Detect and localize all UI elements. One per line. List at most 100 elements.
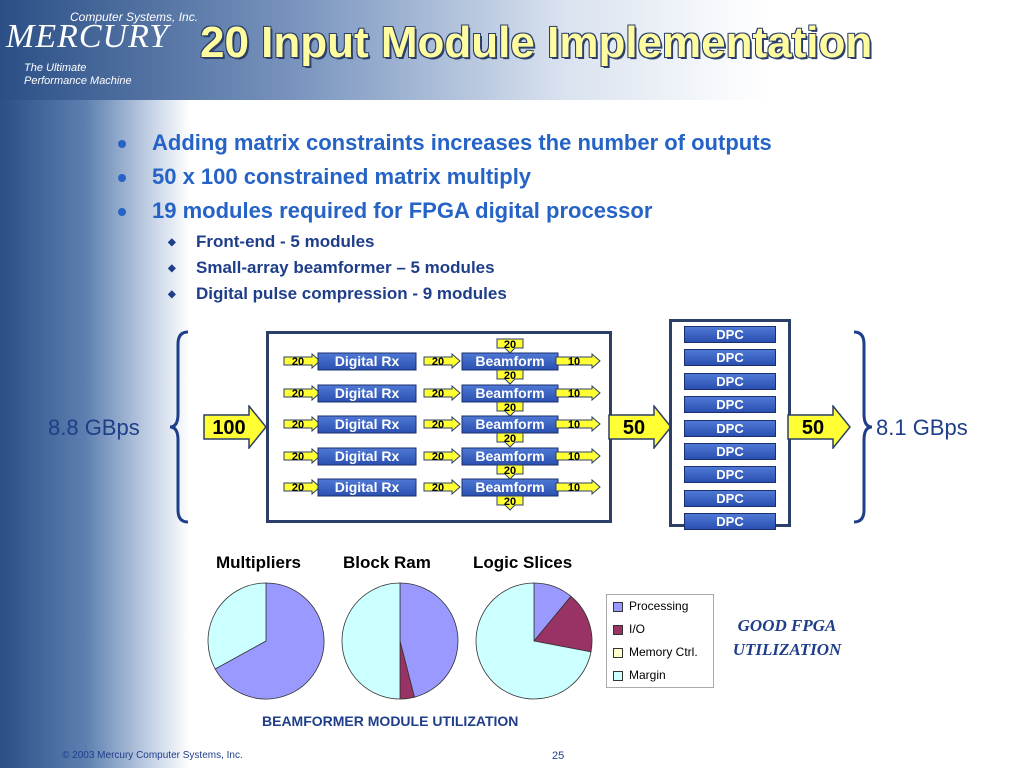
tagline-line-2: Performance Machine: [24, 75, 132, 87]
beam-link-label: 20: [504, 370, 516, 382]
digital-rx-block: [317, 352, 417, 371]
callout-line-1: GOOD FPGA: [737, 616, 837, 635]
output-count: 50: [802, 417, 824, 439]
pie-legend: Processing I/O Memory Ctrl. Margin: [606, 594, 714, 688]
diamond-bullet-icon: ◆: [168, 263, 176, 274]
beamform-output-arrow-icon: [555, 352, 601, 370]
rx-to-beamform-label: 20: [432, 419, 444, 431]
rx-input-arrow-icon: [283, 384, 321, 402]
footer-copyright: © 2003 Mercury Computer Systems, Inc.: [62, 750, 243, 761]
beam-link-label: 20: [504, 402, 516, 414]
rx-input-label: 20: [292, 356, 304, 368]
beamform-label: Beamform: [475, 479, 544, 495]
beamform-label: Beamform: [475, 385, 544, 401]
pie-slice-margin: [475, 582, 592, 700]
dpc-block: DPC: [684, 396, 776, 414]
beam-link-label: 20: [504, 465, 516, 477]
digital-rx-label: Digital Rx: [335, 353, 400, 369]
digital-rx-block: [317, 415, 417, 434]
digital-rx-label: Digital Rx: [335, 385, 400, 401]
rx-to-beamform-arrow-icon: [423, 478, 461, 496]
bullet-item: 50 x 100 constrained matrix multiply: [110, 164, 772, 198]
pie-slice-margin: [341, 582, 401, 700]
diamond-bullet-icon: ◆: [168, 237, 176, 248]
beam-link-label: 20: [504, 339, 516, 351]
beamform-output-arrow-icon: [555, 384, 601, 402]
tagline: The Ultimate Performance Machine: [24, 62, 132, 88]
bullet-dot-icon: [118, 174, 126, 182]
mercury-logo: MERCURY: [6, 18, 170, 55]
rx-input-label: 20: [292, 388, 304, 400]
bullet-item: Adding matrix constraints increases the …: [110, 130, 772, 164]
pie-caption: BEAMFORMER MODULE UTILIZATION: [262, 713, 519, 729]
pie-title-block-ram: Block Ram: [343, 553, 431, 572]
rx-input-label: 20: [292, 419, 304, 431]
bullet-text: 50 x 100 constrained matrix multiply: [152, 164, 532, 189]
bullet-dot-icon: [118, 208, 126, 216]
rx-to-beamform-label: 20: [432, 356, 444, 368]
beam-link-arrow-icon: [496, 432, 524, 448]
beam-link-label: 20: [504, 496, 516, 508]
dpc-block: DPC: [684, 442, 776, 460]
left-brace-icon: [169, 330, 189, 524]
sub-bullet-text: Small-array beamformer – 5 modules: [196, 258, 495, 277]
utilization-pies: [207, 582, 593, 700]
rx-input-label: 20: [292, 451, 304, 463]
beamform-label: Beamform: [475, 353, 544, 369]
legend-swatch: [613, 602, 623, 612]
beamform-label: Beamform: [475, 448, 544, 464]
bullet-dot-icon: [118, 140, 126, 148]
legend-swatch: [613, 671, 623, 681]
output-rate: 8.1 GBps: [876, 415, 968, 440]
left-background-band: [0, 0, 190, 768]
bullet-text: 19 modules required for FPGA digital pro…: [152, 198, 653, 223]
dpc-block: DPC: [684, 419, 776, 437]
rx-input-arrow-icon: [283, 478, 321, 496]
digital-rx-label: Digital Rx: [335, 416, 400, 432]
legend-label: Memory Ctrl.: [629, 645, 698, 659]
pie-slice-margin: [207, 582, 267, 670]
bullet-item: 19 modules required for FPGA digital pro…: [110, 198, 772, 232]
input-rate: 8.8 GBps: [48, 415, 140, 440]
beamform-output-label: 10: [568, 482, 580, 494]
legend-label: I/O: [629, 622, 646, 636]
pie-slice-processing: [214, 582, 325, 700]
beamform-output-label: 10: [568, 451, 580, 463]
mid-count: 50: [623, 417, 645, 439]
beam-link-label: 20: [504, 433, 516, 445]
digital-rx-block: [317, 478, 417, 497]
input-arrow-icon: 100: [203, 405, 267, 449]
rx-to-beamform-label: 20: [432, 482, 444, 494]
rx-to-beamform-arrow-icon: [423, 415, 461, 433]
tagline-line-1: The Ultimate: [24, 62, 87, 74]
digital-rx-label: Digital Rx: [335, 448, 400, 464]
beamform-output-label: 10: [568, 356, 580, 368]
legend-swatch: [613, 648, 623, 658]
slide-title: 20 Input Module Implementation: [200, 18, 873, 67]
beam-link-arrow-icon: [496, 401, 524, 417]
beamform-output-arrow-icon: [555, 478, 601, 496]
bullet-text: Adding matrix constraints increases the …: [152, 130, 772, 155]
dpc-block: DPC: [684, 513, 776, 531]
digital-rx-label: Digital Rx: [335, 479, 400, 495]
dpc-block: DPC: [684, 489, 776, 507]
legend-label: Margin: [629, 668, 666, 682]
dpc-block: DPC: [684, 349, 776, 367]
beamform-output-arrow-icon: [555, 447, 601, 465]
rx-input-arrow-icon: [283, 415, 321, 433]
mid-arrow-icon: 50: [608, 405, 672, 449]
input-count: 100: [212, 417, 245, 439]
sub-bullet-text: Front-end - 5 modules: [196, 232, 375, 251]
sub-bullet-item: ◆ Front-end - 5 modules: [110, 232, 772, 258]
pie-title-logic-slices: Logic Slices: [473, 553, 573, 572]
beamform-output-label: 10: [568, 388, 580, 400]
rx-input-label: 20: [292, 482, 304, 494]
output-arrow-icon: 50: [787, 405, 851, 449]
rx-to-beamform-label: 20: [432, 451, 444, 463]
beamform-output-arrow-icon: [555, 415, 601, 433]
page-number: 25: [552, 750, 565, 762]
digital-rx-block: [317, 447, 417, 466]
